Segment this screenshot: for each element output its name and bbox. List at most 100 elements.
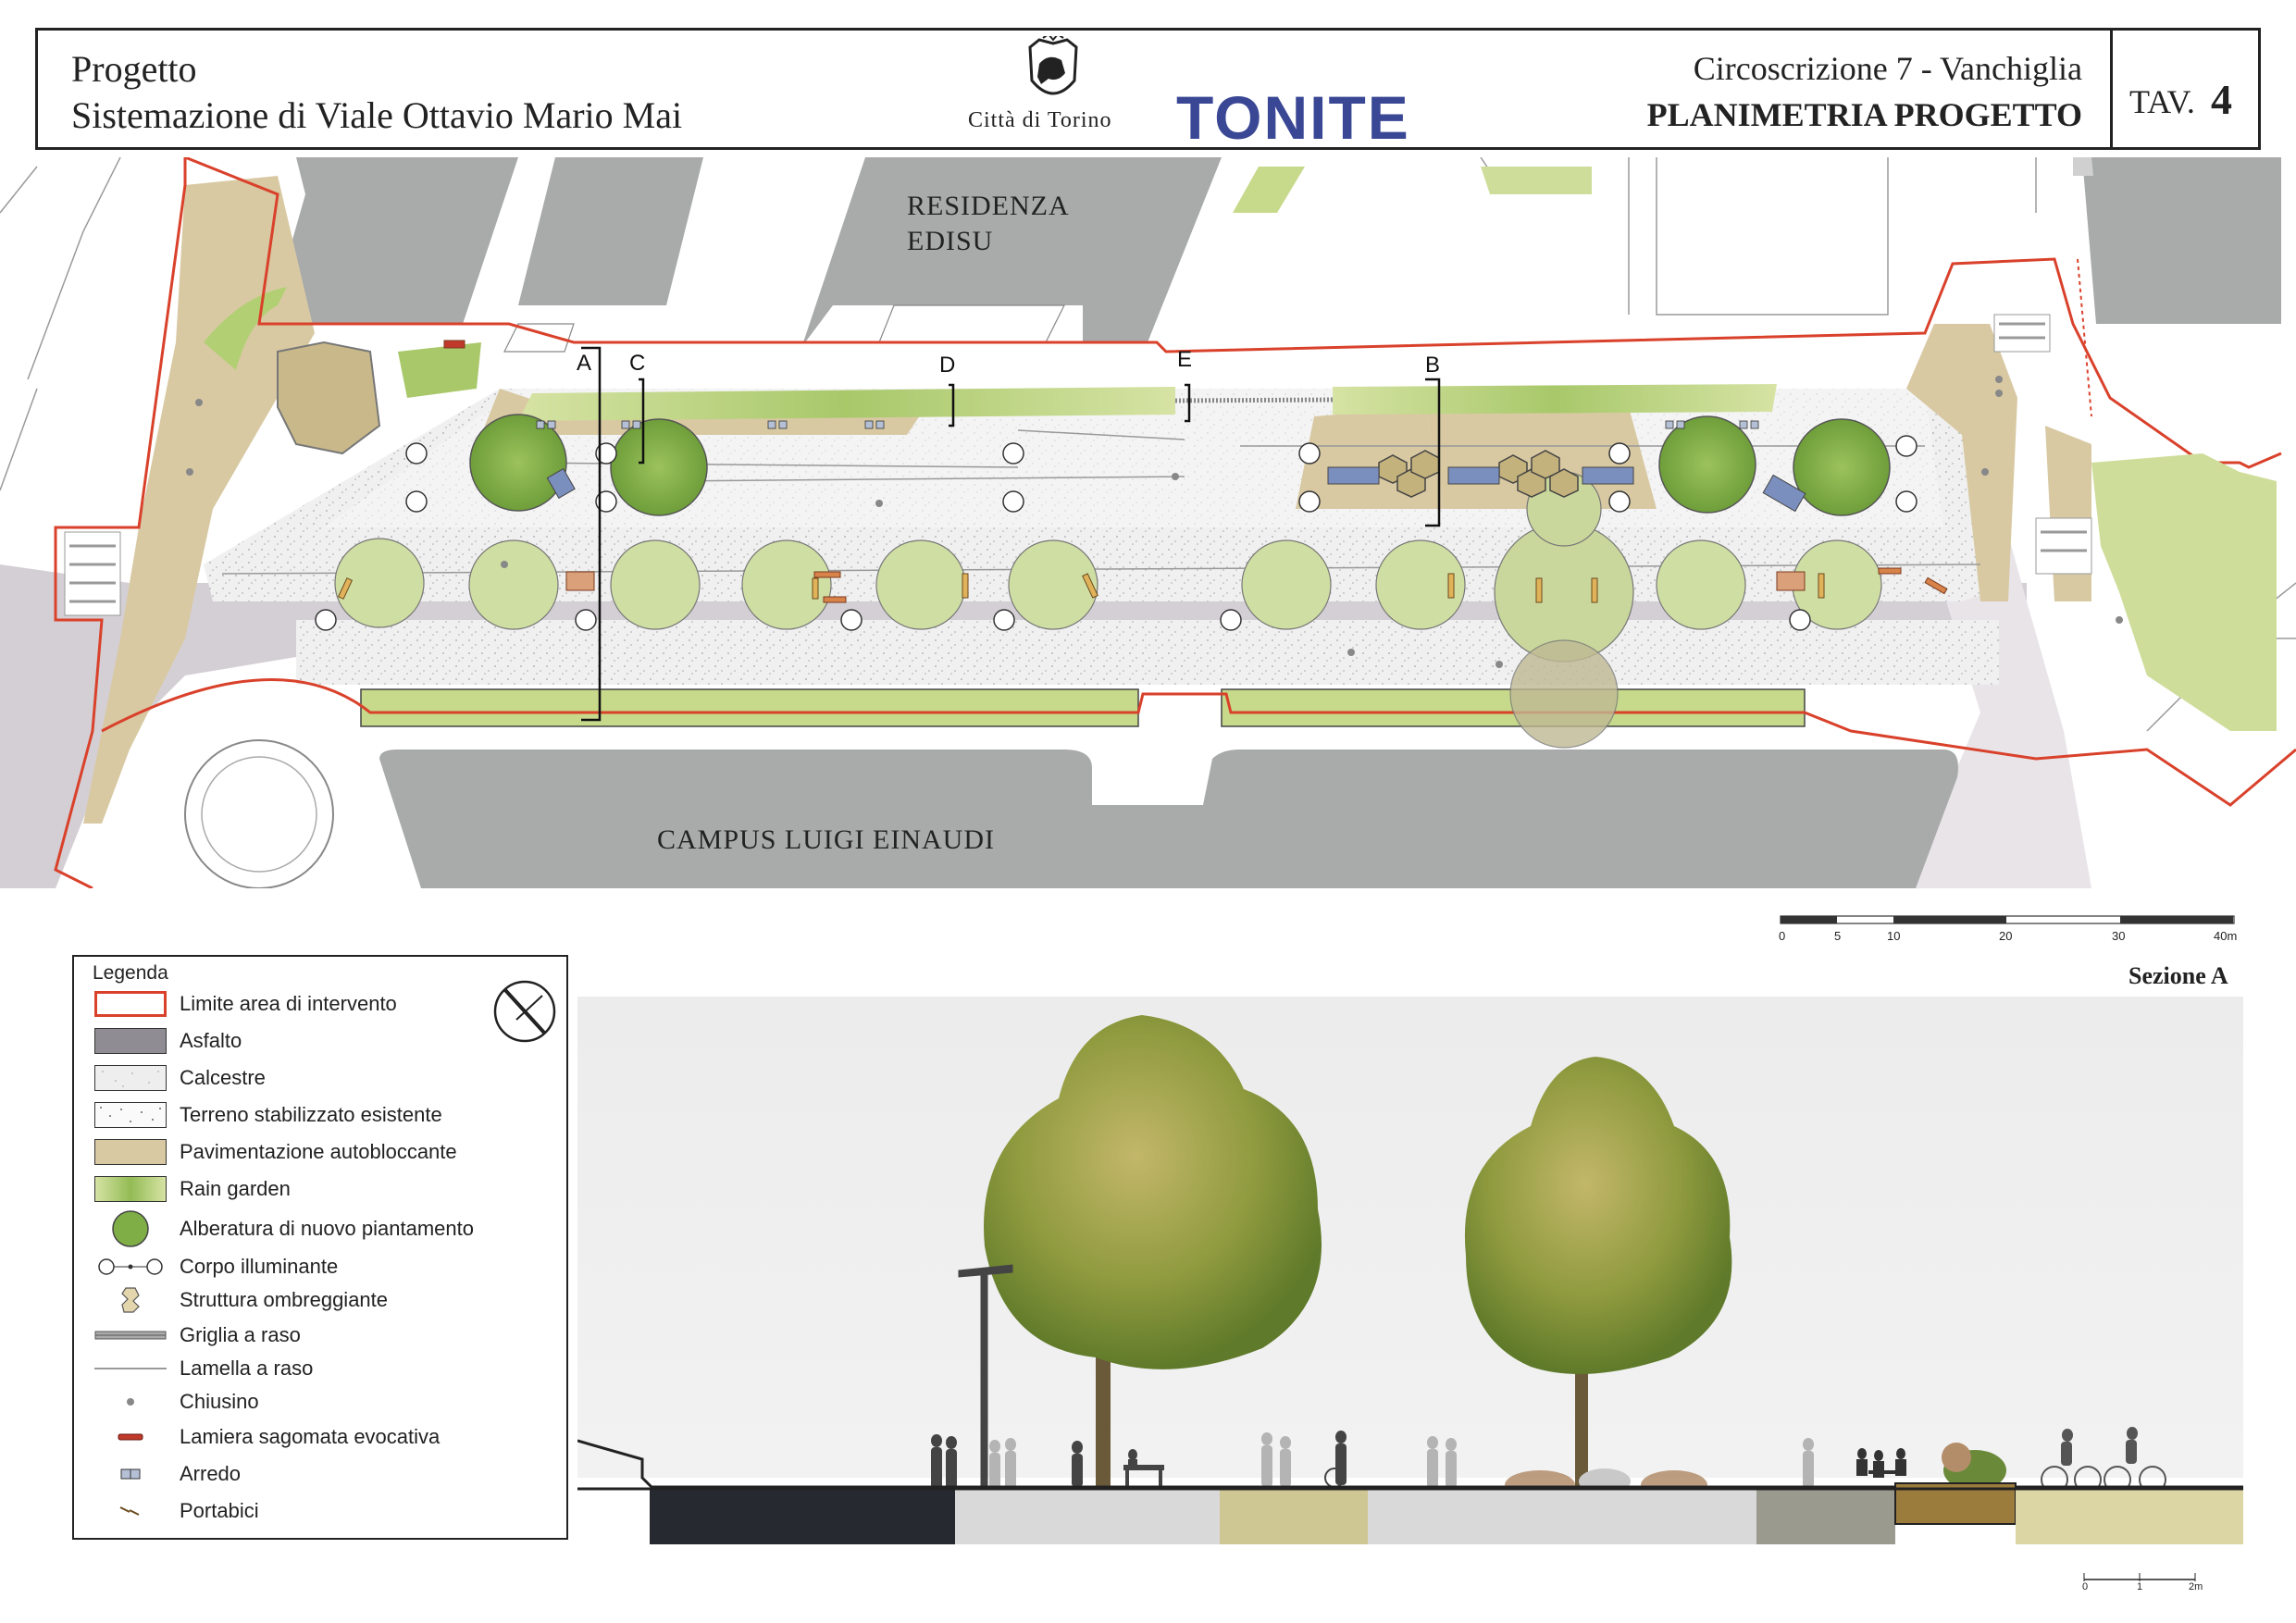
legend-item-boundary: Limite area di intervento bbox=[94, 990, 397, 1018]
legend-label: Alberatura di nuovo piantamento bbox=[180, 1217, 474, 1240]
legend-item-rain-garden: Rain garden bbox=[94, 1175, 291, 1203]
north-arrow-icon bbox=[493, 980, 556, 1043]
new-trees bbox=[469, 414, 1891, 516]
residence-label-line-1: RESIDENZA bbox=[907, 191, 1070, 221]
shade-structure-icon bbox=[94, 1287, 167, 1313]
legend-item-stabilized-soil: Terreno stabilizzato esistente bbox=[94, 1101, 442, 1129]
legend: Legenda Limite area di intervento Asfalt… bbox=[72, 955, 568, 1540]
legend-item-light: Corpo illuminante bbox=[94, 1253, 338, 1281]
interlocking-paving-swatch bbox=[94, 1139, 167, 1165]
flush-slat-icon bbox=[94, 1356, 167, 1381]
legend-item-furniture: Arredo bbox=[94, 1460, 241, 1488]
flush-grate-icon bbox=[94, 1322, 167, 1348]
campus-label: CAMPUS LUIGI EINAUDI bbox=[657, 824, 995, 855]
sheet-title: PLANIMETRIA PROGETTO bbox=[1646, 96, 2082, 133]
section-pavement bbox=[1756, 1489, 1895, 1544]
section-marker-d: D bbox=[939, 353, 955, 378]
section-title: Sezione A bbox=[2128, 962, 2228, 989]
legend-item-calcestre: Calcestre bbox=[94, 1064, 266, 1092]
asphalt-swatch bbox=[94, 1028, 167, 1054]
scale-tick-40: 40m bbox=[2214, 929, 2238, 943]
legend-item-new-tree: Alberatura di nuovo piantamento bbox=[94, 1210, 474, 1247]
legend-item-slat: Lamella a raso bbox=[94, 1355, 313, 1382]
section-scale-bar: 0 1 2m bbox=[2082, 1570, 2212, 1596]
legend-label: Terreno stabilizzato esistente bbox=[180, 1103, 442, 1126]
boundary-line-swatch bbox=[94, 991, 167, 1017]
torino-bull-emblem-icon bbox=[1028, 36, 1078, 95]
section-paving bbox=[1220, 1489, 1368, 1544]
section-drawing bbox=[577, 997, 2243, 1552]
legend-label: Lamiera sagomata evocativa bbox=[180, 1425, 441, 1448]
section-scale-0: 0 bbox=[2082, 1581, 2089, 1592]
legend-label: Lamella a raso bbox=[180, 1357, 314, 1380]
legend-label: Portabici bbox=[180, 1499, 259, 1522]
legend-item-grate: Griglia a raso bbox=[94, 1321, 301, 1349]
legend-label: Asfalto bbox=[180, 1029, 242, 1052]
site-plan: RESIDENZA EDISU CAMPUS LUIGI EINAUDI bbox=[0, 155, 2296, 890]
section-cuts bbox=[581, 346, 1441, 722]
legend-item-asphalt: Asfalto bbox=[94, 1027, 242, 1055]
scale-tick-5: 5 bbox=[1834, 929, 1842, 943]
title-block: Progetto Sistemazione di Viale Ottavio M… bbox=[35, 28, 2261, 152]
section-asphalt bbox=[650, 1489, 955, 1544]
shaped-sheets bbox=[443, 340, 1948, 603]
sheet-number-label: TAV. bbox=[2129, 83, 2195, 120]
legend-item-sheet: Lamiera sagomata evocativa bbox=[94, 1423, 440, 1451]
legend-label: Limite area di intervento bbox=[180, 992, 397, 1015]
rain-garden-swatch bbox=[94, 1176, 167, 1202]
benches bbox=[546, 466, 1806, 513]
shade-structures bbox=[1378, 450, 1579, 498]
stabilized-soil-swatch bbox=[94, 1102, 167, 1128]
legend-title: Legenda bbox=[93, 962, 168, 984]
project-title: Sistemazione di Viale Ottavio Mario Mai bbox=[71, 94, 683, 136]
section-tree-1 bbox=[984, 1015, 1322, 1496]
legend-item-bike-rack: Portabici bbox=[94, 1497, 259, 1525]
legend-label: Struttura ombreggiante bbox=[180, 1288, 389, 1311]
legend-label: Pavimentazione autobloccante bbox=[180, 1140, 457, 1163]
scale-tick-20: 20 bbox=[1999, 929, 2013, 943]
sheet-number-box: TAV. 4 bbox=[2110, 31, 2258, 147]
legend-item-shade: Struttura ombreggiante bbox=[94, 1286, 388, 1314]
legend-label: Corpo illuminante bbox=[180, 1255, 339, 1278]
section-gravel-2 bbox=[1368, 1489, 1756, 1544]
existing-trees bbox=[334, 471, 1882, 749]
buildings bbox=[268, 157, 2281, 342]
section-marker-c: C bbox=[629, 351, 645, 376]
calcestre-swatch bbox=[94, 1065, 167, 1091]
section-sky bbox=[577, 997, 2243, 1478]
shaped-sheet-icon bbox=[94, 1424, 167, 1450]
tonite-logo: TONITE bbox=[1176, 83, 1410, 152]
scale-tick-0: 0 bbox=[1779, 929, 1786, 943]
legend-item-manhole: Chiusino bbox=[94, 1388, 259, 1416]
city-name: Città di Torino bbox=[968, 108, 1112, 132]
project-label: Progetto bbox=[71, 48, 197, 90]
legend-label: Arredo bbox=[180, 1462, 242, 1485]
site-plan-drawing: RESIDENZA EDISU CAMPUS LUIGI EINAUDI bbox=[0, 155, 2296, 890]
legend-label: Rain garden bbox=[180, 1177, 291, 1200]
legend-label: Griglia a raso bbox=[180, 1323, 301, 1346]
district-label: Circoscrizione 7 - Vanchiglia bbox=[1693, 50, 2082, 87]
scale-tick-10: 10 bbox=[1887, 929, 1901, 943]
section-marker-e: E bbox=[1177, 347, 1192, 372]
section-marker-a: A bbox=[577, 351, 591, 376]
new-tree-icon bbox=[94, 1210, 167, 1247]
scale-tick-30: 30 bbox=[2112, 929, 2126, 943]
sheet-number: 4 bbox=[2211, 76, 2232, 123]
section-gravel-1 bbox=[955, 1489, 1220, 1544]
light-fixtures bbox=[315, 435, 1917, 631]
manhole-icon bbox=[94, 1389, 167, 1415]
plan-scale-bar: 0 5 10 20 30 40m bbox=[1779, 914, 2241, 951]
manholes bbox=[186, 376, 2123, 668]
legend-item-paving: Pavimentazione autobloccante bbox=[94, 1138, 457, 1166]
section-scale-1: 1 bbox=[2137, 1581, 2143, 1592]
section-people bbox=[931, 1427, 2166, 1493]
bike-rack-icon bbox=[94, 1498, 167, 1524]
light-fixture-icon bbox=[94, 1254, 167, 1280]
furniture-icon bbox=[94, 1461, 167, 1487]
legend-label: Calcestre bbox=[180, 1066, 266, 1089]
section-scale-2: 2m bbox=[2189, 1581, 2203, 1592]
residence-label-line-2: EDISU bbox=[907, 226, 993, 256]
section-tree-2 bbox=[1464, 1057, 1732, 1496]
rain-gardens bbox=[204, 287, 1806, 727]
section-marker-b: B bbox=[1425, 353, 1440, 378]
